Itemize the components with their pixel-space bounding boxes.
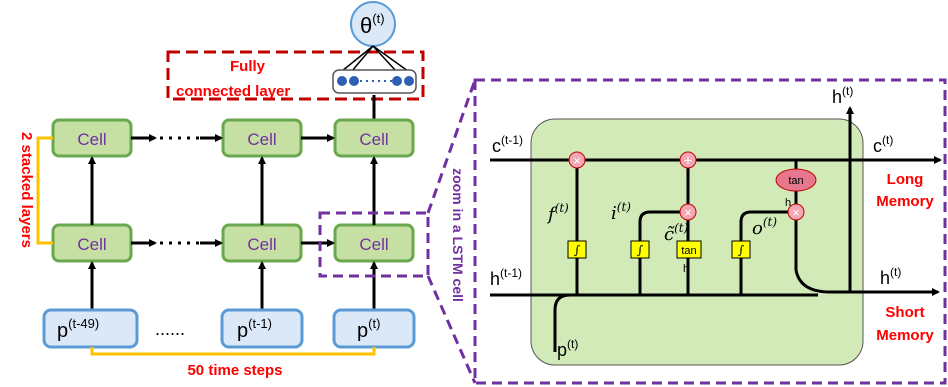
svg-text:Cell: Cell [77,235,106,254]
svg-text:p(t-49): p(t-49) [57,316,99,342]
h-prev-label: h(t-1) [490,266,522,289]
fully-connected-dashed-box [166,50,425,101]
zoom-label: zoom in a LSTM cell [450,168,466,302]
gate-c-label: c̃(t) [664,221,689,245]
c-prev-label: c(t-1) [492,133,523,156]
h-top-label: h(t) [832,84,853,107]
output-tan-op: tan [775,168,817,192]
svg-text:∫: ∫ [637,243,644,257]
time-steps-bracket [90,347,376,356]
cell-bottom-3: Cell [333,223,415,263]
zoom-connector-lines [426,79,477,384]
c-next-label: c(t) [873,133,893,156]
svg-text:×: × [573,153,581,168]
input-multiply-op: × [679,203,697,221]
cell-bottom-2: Cell [221,223,303,263]
output-multiply-op: × [787,203,805,221]
h-right-label: h(t) [880,265,901,288]
svg-text:+: + [684,152,692,168]
forget-gate-box: ∫ [567,240,587,259]
svg-text:θ(t): θ(t) [360,11,385,38]
stacked-layers-bracket [36,136,53,245]
fc-label-line1: Fully [230,58,266,75]
svg-text:tan: tan [788,175,803,187]
svg-text:p(t): p(t) [357,316,380,342]
svg-text:∫: ∫ [574,243,581,257]
recurrent-arrows [88,134,378,310]
output-gate-box: ∫ [731,240,751,259]
input-gate-box: ∫ [630,240,650,259]
svg-text:Cell: Cell [247,130,276,149]
short-memory-label-2: Memory [876,327,934,344]
long-memory-label-2: Memory [876,193,934,210]
theta-output-node: θ(t) [350,1,396,47]
cell-top-2: Cell [221,118,303,158]
cell-bottom-1: Cell [51,223,133,263]
svg-text:Cell: Cell [77,130,106,149]
svg-text:×: × [792,205,800,220]
lstm-zoom-frame [473,78,947,385]
gate-i-label: i(t) [611,200,631,224]
svg-text:Cell: Cell [247,235,276,254]
time-steps-label: 50 time steps [187,362,282,379]
cell-top-3: Cell [333,118,415,158]
input-p-t1: p(t-1) [220,308,304,349]
p-input-label: p(t) [557,337,578,360]
stacked-layers-label: 2 stacked layers [18,132,35,248]
long-memory-label-1: Long [887,171,924,188]
output-h-label: h [785,197,791,209]
svg-text:p(t-1): p(t-1) [237,316,272,342]
fc-neurons [332,45,417,94]
cell-top-1: Cell [51,118,133,158]
short-memory-label-1: Short [885,304,924,321]
candidate-h-label: h [683,263,689,275]
fc-label-line2: connected layer [176,83,290,100]
svg-text:Cell: Cell [359,235,388,254]
input-p-t: p(t) [332,308,416,349]
svg-text:tan: tan [681,245,696,257]
input-ellipsis: ...... [155,319,185,339]
svg-text:Cell: Cell [359,130,388,149]
gate-o-label: o(t) [752,215,777,239]
zoom-highlight-box [318,211,430,278]
input-p-t49: p(t-49) [42,308,139,349]
add-op: + [679,151,697,169]
candidate-tan-box: tan [676,240,702,259]
forget-multiply-op: × [568,151,586,169]
svg-text:×: × [684,205,692,220]
svg-text:∫: ∫ [738,243,745,257]
